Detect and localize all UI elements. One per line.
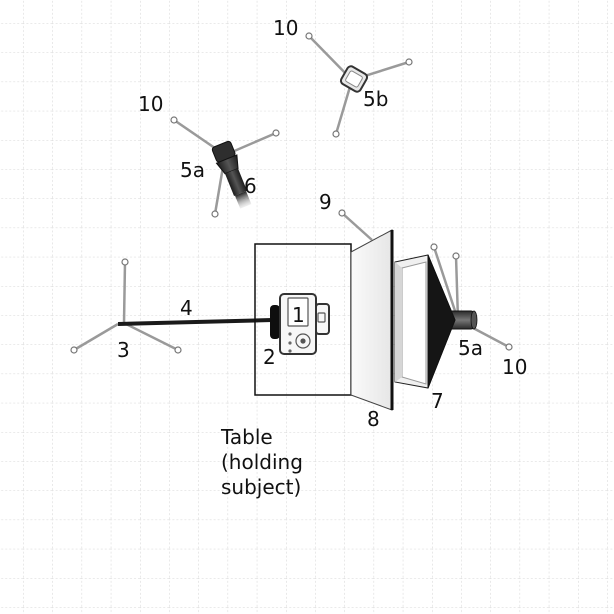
label-table-line2: (holding — [221, 450, 303, 474]
label-diffuser-stand: 9 — [319, 190, 332, 214]
label-stand-top: 10 — [273, 16, 298, 40]
label-softbox: 7 — [431, 389, 444, 413]
label-left-stand: 3 — [117, 338, 130, 362]
diffuser-stand — [338, 209, 373, 241]
label-boom-arm: 4 — [180, 296, 193, 320]
label-stand-left: 10 — [138, 92, 163, 116]
camera-icon — [279, 293, 330, 355]
snoot-icon — [211, 140, 252, 209]
label-stand-right: 10 — [502, 355, 527, 379]
boom-arm — [117, 318, 273, 326]
lens-icon — [270, 305, 280, 339]
flash-head-icon — [447, 310, 478, 330]
softbox-icon — [394, 254, 456, 389]
label-table-line3: subject) — [221, 475, 301, 499]
boom-stand — [70, 258, 182, 354]
label-flash-head-left: 5a — [180, 158, 205, 182]
label-camera-number: 1 — [292, 303, 305, 327]
label-table-line1: Table — [220, 425, 273, 449]
label-diffuser: 8 — [367, 407, 380, 431]
label-lens: 2 — [263, 345, 276, 369]
diffuser-panel-icon — [350, 229, 394, 411]
label-flash-head-top: 5b — [363, 87, 388, 111]
flash-head-icon — [339, 65, 369, 93]
label-flash-head-right: 5a — [458, 336, 483, 360]
label-snoot: 6 — [244, 174, 257, 198]
